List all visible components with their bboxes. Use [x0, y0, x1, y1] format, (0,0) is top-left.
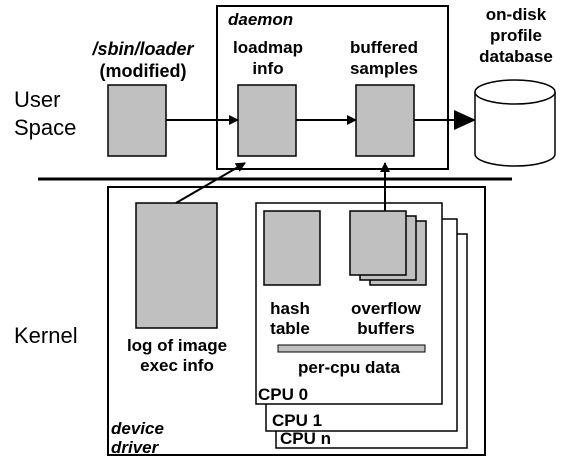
loadmap-box	[237, 84, 297, 157]
database-label-line1: on-disk	[486, 5, 547, 24]
user-space-label-line1: User	[14, 87, 60, 112]
loadmap-label-line2: info	[252, 59, 283, 78]
database-label-line3: database	[479, 47, 553, 66]
buffered-label-line1: buffered	[350, 38, 418, 57]
daemon-title: daemon	[228, 10, 293, 29]
user-space-label-line2: Space	[14, 115, 76, 140]
cpu-1-label: CPU 1	[272, 411, 322, 430]
cpu-0-label: CPU 0	[258, 385, 308, 404]
loader-box	[107, 84, 167, 157]
exec-log-label-line1: log of image	[127, 336, 227, 355]
loadmap-label-line1: loadmap	[233, 38, 303, 57]
exec-log-to-loadmap-arrow	[175, 162, 246, 204]
cpu-n-label: CPU n	[280, 429, 331, 448]
hash-table-label-line1: hash	[270, 299, 310, 318]
hash-table-label-line2: table	[270, 319, 310, 338]
loader-subtitle: (modified)	[100, 61, 187, 81]
per-cpu-data-label: per-cpu data	[298, 358, 401, 377]
exec-log-label-line2: exec info	[140, 356, 214, 375]
database-cylinder	[474, 79, 556, 167]
daemon-box	[216, 5, 449, 170]
overflow-buffers-label-line1: overflow	[351, 299, 422, 318]
database-label-line2: profile	[490, 26, 542, 45]
hash-table-box	[263, 210, 321, 286]
loader-title: /sbin/loader	[91, 39, 194, 59]
overflow-buffers-label-line2: buffers	[357, 319, 415, 338]
device-driver-label-line1: device	[111, 419, 164, 438]
per-cpu-data-bar	[277, 344, 426, 353]
overflow-buffer-front	[349, 210, 407, 276]
device-driver-label-line2: driver	[111, 438, 160, 457]
buffered-box	[355, 84, 415, 157]
buffered-label-line2: samples	[350, 59, 418, 78]
kernel-label: Kernel	[14, 323, 78, 348]
exec-log-box	[135, 202, 218, 329]
